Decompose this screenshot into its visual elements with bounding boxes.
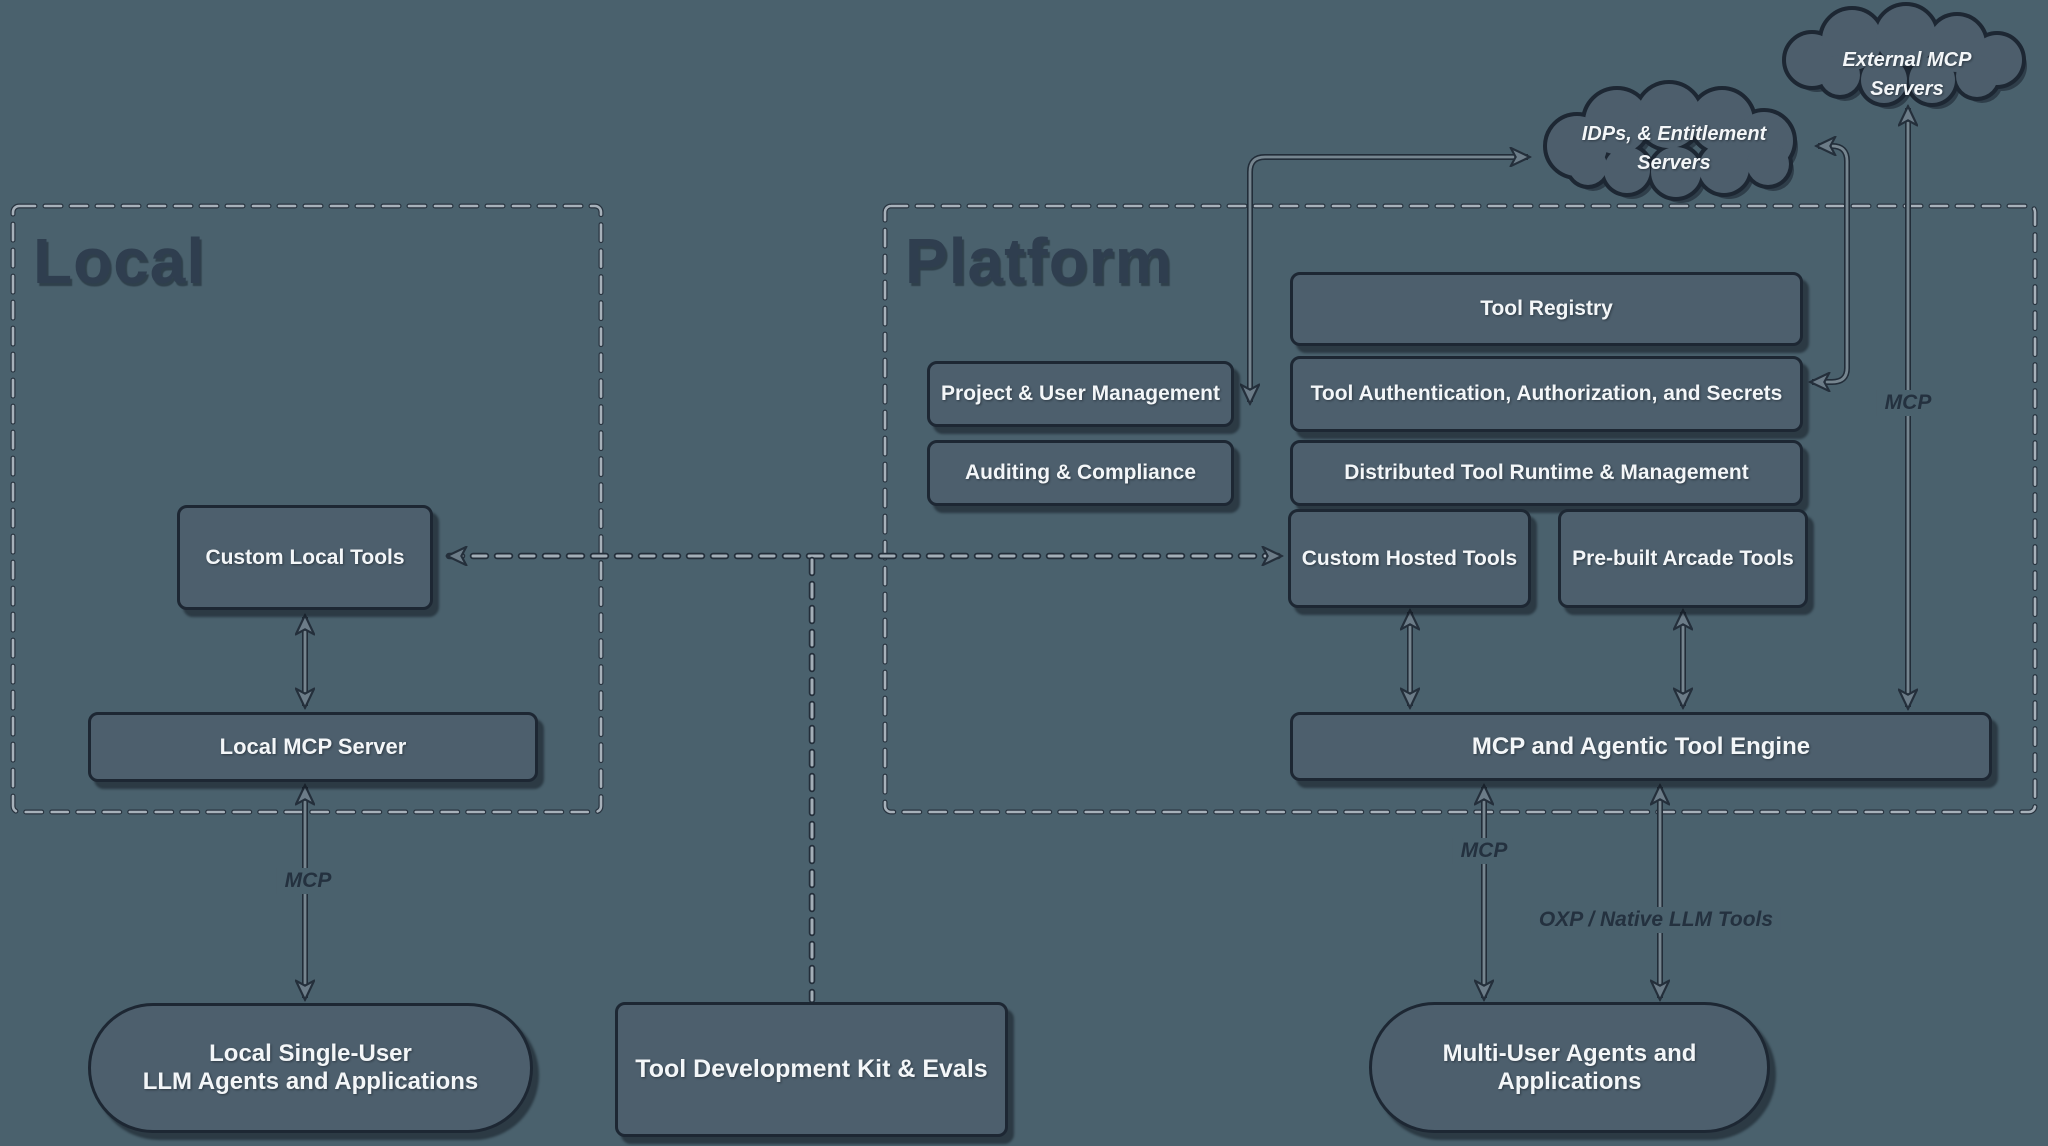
node-distributed-runtime-label: Distributed Tool Runtime & Management bbox=[1344, 461, 1749, 484]
node-custom-hosted-tools: Custom Hosted Tools bbox=[1288, 509, 1531, 608]
node-distributed-runtime: Distributed Tool Runtime & Management bbox=[1290, 440, 1803, 506]
external-mcp-cloud-label: External MCP Servers bbox=[1842, 49, 1972, 100]
node-custom-local-tools: Custom Local Tools bbox=[177, 505, 433, 610]
node-tool-authentication: Tool Authentication, Authorization, and … bbox=[1290, 356, 1803, 432]
node-mcp-agentic-engine-label: MCP and Agentic Tool Engine bbox=[1471, 732, 1811, 760]
node-mcp-agentic-engine: MCP and Agentic Tool Engine bbox=[1290, 712, 1992, 781]
node-prebuilt-arcade-tools: Pre-built Arcade Tools bbox=[1558, 509, 1808, 608]
node-auditing-compliance-label: Auditing & Compliance bbox=[965, 461, 1196, 484]
node-multi-user-agents: Multi-User Agents and Applications bbox=[1369, 1002, 1770, 1133]
edge-idps-toolauth bbox=[1812, 146, 1850, 382]
node-local-mcp-server: Local MCP Server bbox=[88, 712, 538, 782]
node-tool-authentication-label: Tool Authentication, Authorization, and … bbox=[1310, 382, 1783, 405]
platform-group-border bbox=[882, 203, 2038, 815]
edge-label-mcp-local: MCP bbox=[276, 868, 340, 894]
multi-user-line1: Multi-User Agents and bbox=[1442, 1039, 1697, 1067]
node-tool-development-kit: Tool Development Kit & Evals bbox=[615, 1002, 1008, 1137]
node-tool-development-kit-label: Tool Development Kit & Evals bbox=[635, 1055, 988, 1083]
edge-label-mcp-external: MCP bbox=[1876, 390, 1940, 416]
node-custom-hosted-tools-label: Custom Hosted Tools bbox=[1301, 546, 1518, 570]
local-agents-line2: LLM Agents and Applications bbox=[142, 1068, 479, 1095]
node-auditing-compliance: Auditing & Compliance bbox=[927, 440, 1234, 506]
node-custom-local-tools-label: Custom Local Tools bbox=[205, 545, 405, 569]
node-local-single-user-agents-label: Local Single-User LLM Agents and Applica… bbox=[133, 1040, 489, 1096]
node-local-mcp-server-label: Local MCP Server bbox=[219, 734, 407, 759]
platform-group-title: Platform bbox=[905, 225, 1173, 297]
node-tool-registry: Tool Registry bbox=[1290, 272, 1803, 346]
idps-cloud-label: IDPs, & Entitlement Servers bbox=[1581, 123, 1767, 174]
local-group-title: Local bbox=[33, 225, 206, 297]
local-agents-line1: Local Single-User bbox=[209, 1040, 412, 1067]
multi-user-line2: Applications bbox=[1497, 1067, 1642, 1095]
external-mcp-cloud-shape bbox=[1782, 2, 2027, 109]
edge-label-oxp-native-llm-tools: OXP / Native LLM Tools bbox=[1530, 907, 1782, 933]
node-multi-user-agents-label: Multi-User Agents and Applications bbox=[1433, 1040, 1707, 1096]
node-project-user-management-label: Project & User Management bbox=[941, 382, 1220, 405]
node-tool-registry-label: Tool Registry bbox=[1480, 297, 1613, 320]
idps-cloud-shape bbox=[1543, 80, 1798, 203]
edge-label-mcp-engine: MCP bbox=[1452, 838, 1516, 864]
edge-projectmgmt-idps bbox=[1250, 157, 1528, 402]
node-prebuilt-arcade-tools-label: Pre-built Arcade Tools bbox=[1572, 546, 1794, 570]
node-project-user-management: Project & User Management bbox=[927, 361, 1234, 427]
local-group-border bbox=[10, 203, 604, 815]
node-local-single-user-agents: Local Single-User LLM Agents and Applica… bbox=[88, 1003, 533, 1133]
